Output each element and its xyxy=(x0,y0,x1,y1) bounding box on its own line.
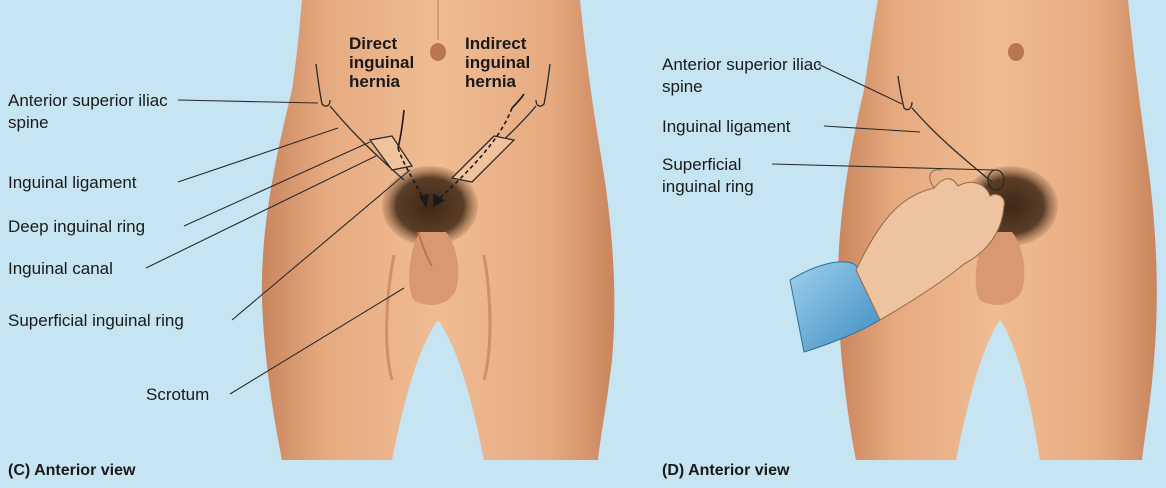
deep-ring-label: Deep inguinal ring xyxy=(8,216,145,238)
caption-c: (C) Anterior view xyxy=(8,460,135,482)
navel xyxy=(430,43,446,61)
navel-right xyxy=(1008,43,1024,61)
direct-hernia-label: Direct inguinal hernia xyxy=(349,34,429,91)
inguinal-ligament-label-c: Inguinal ligament xyxy=(8,172,137,194)
torso-left xyxy=(262,0,614,460)
superficial-ring-label-d: Superficial inguinal ring xyxy=(662,154,772,198)
scrotum-label: Scrotum xyxy=(146,384,209,406)
asis-label-c: Anterior superior iliac spine xyxy=(8,90,178,134)
asis-label-d: Anterior superior iliac spine xyxy=(662,54,832,98)
indirect-hernia-label: Indirect inguinal hernia xyxy=(465,34,545,91)
scrotum-shape xyxy=(409,232,458,305)
superficial-ring-label-c: Superficial inguinal ring xyxy=(8,310,184,332)
caption-d: (D) Anterior view xyxy=(662,460,789,482)
inguinal-ligament-label-d: Inguinal ligament xyxy=(662,116,791,138)
inguinal-canal-label: Inguinal canal xyxy=(8,258,113,280)
